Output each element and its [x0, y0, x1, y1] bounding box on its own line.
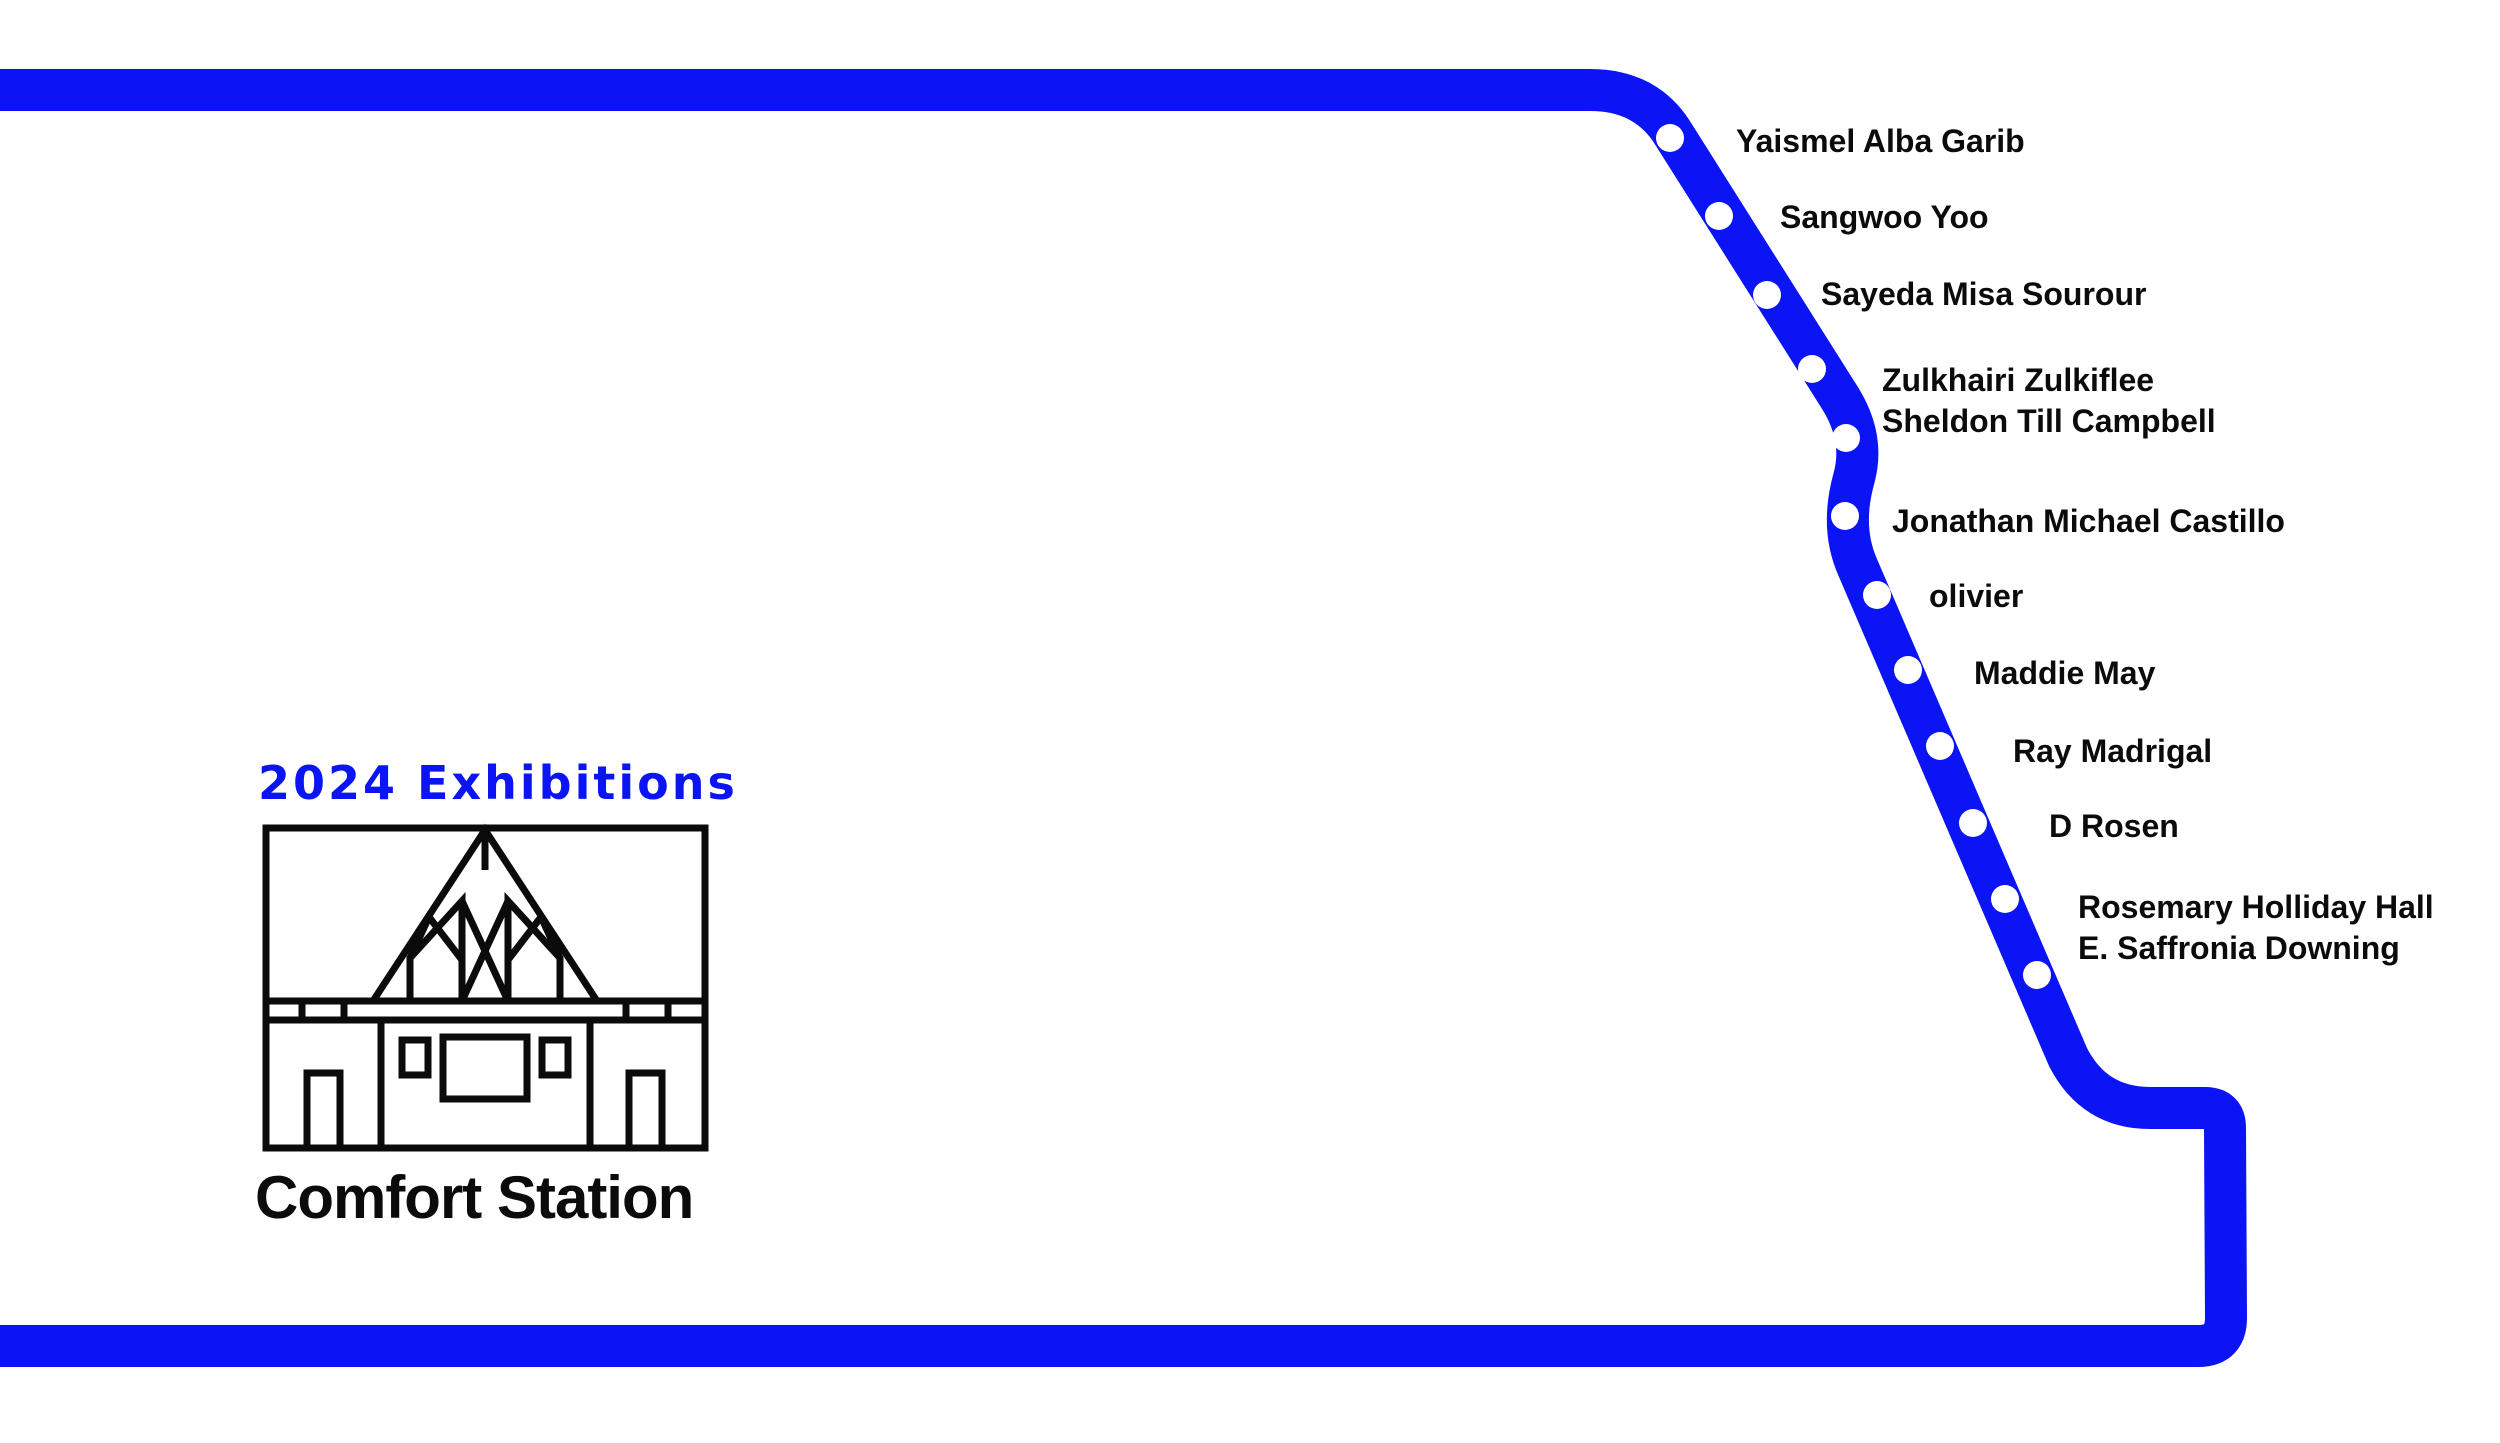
stop-dots: [1656, 124, 2051, 989]
comfort-station-building-icon: [262, 823, 709, 1152]
comfort-station-name: Comfort Station: [255, 1164, 693, 1231]
stop-label[interactable]: Maddie May: [1974, 655, 2156, 691]
stop-dot[interactable]: [1656, 124, 1684, 152]
stop-dot[interactable]: [1926, 732, 1954, 760]
stop-label[interactable]: E. Saffronia Downing: [2078, 930, 2400, 966]
stop-label[interactable]: Zulkhairi Zulkiflee: [1882, 362, 2154, 398]
stop-dot[interactable]: [1705, 202, 1733, 230]
stop-dot[interactable]: [1753, 281, 1781, 309]
stop-label[interactable]: Sangwoo Yoo: [1780, 199, 1989, 235]
stop-dot[interactable]: [1991, 885, 2019, 913]
stop-dot[interactable]: [2023, 961, 2051, 989]
stop-dot[interactable]: [1894, 656, 1922, 684]
stop-label[interactable]: D Rosen: [2049, 808, 2179, 844]
stop-label[interactable]: Rosemary Holliday Hall: [2078, 889, 2434, 925]
stop-label[interactable]: olivier: [1929, 578, 2023, 614]
stop-label[interactable]: Jonathan Michael Castillo: [1892, 503, 2285, 539]
stop-dot[interactable]: [1831, 502, 1859, 530]
stop-dot[interactable]: [1959, 809, 1987, 837]
stop-dot[interactable]: [1832, 424, 1860, 452]
stop-labels: Yaismel Alba Garib Sangwoo Yoo Sayeda Mi…: [1736, 123, 2434, 966]
stop-dot[interactable]: [1863, 581, 1891, 609]
stop-label[interactable]: Sheldon Till Campbell: [1882, 403, 2216, 439]
stop-label[interactable]: Sayeda Misa Sourour: [1821, 276, 2146, 312]
stop-dot[interactable]: [1798, 355, 1826, 383]
stop-label[interactable]: Ray Madrigal: [2013, 733, 2212, 769]
stop-label[interactable]: Yaismel Alba Garib: [1736, 123, 2025, 159]
exhibitions-title: 2024 Exhibitions: [258, 756, 738, 810]
